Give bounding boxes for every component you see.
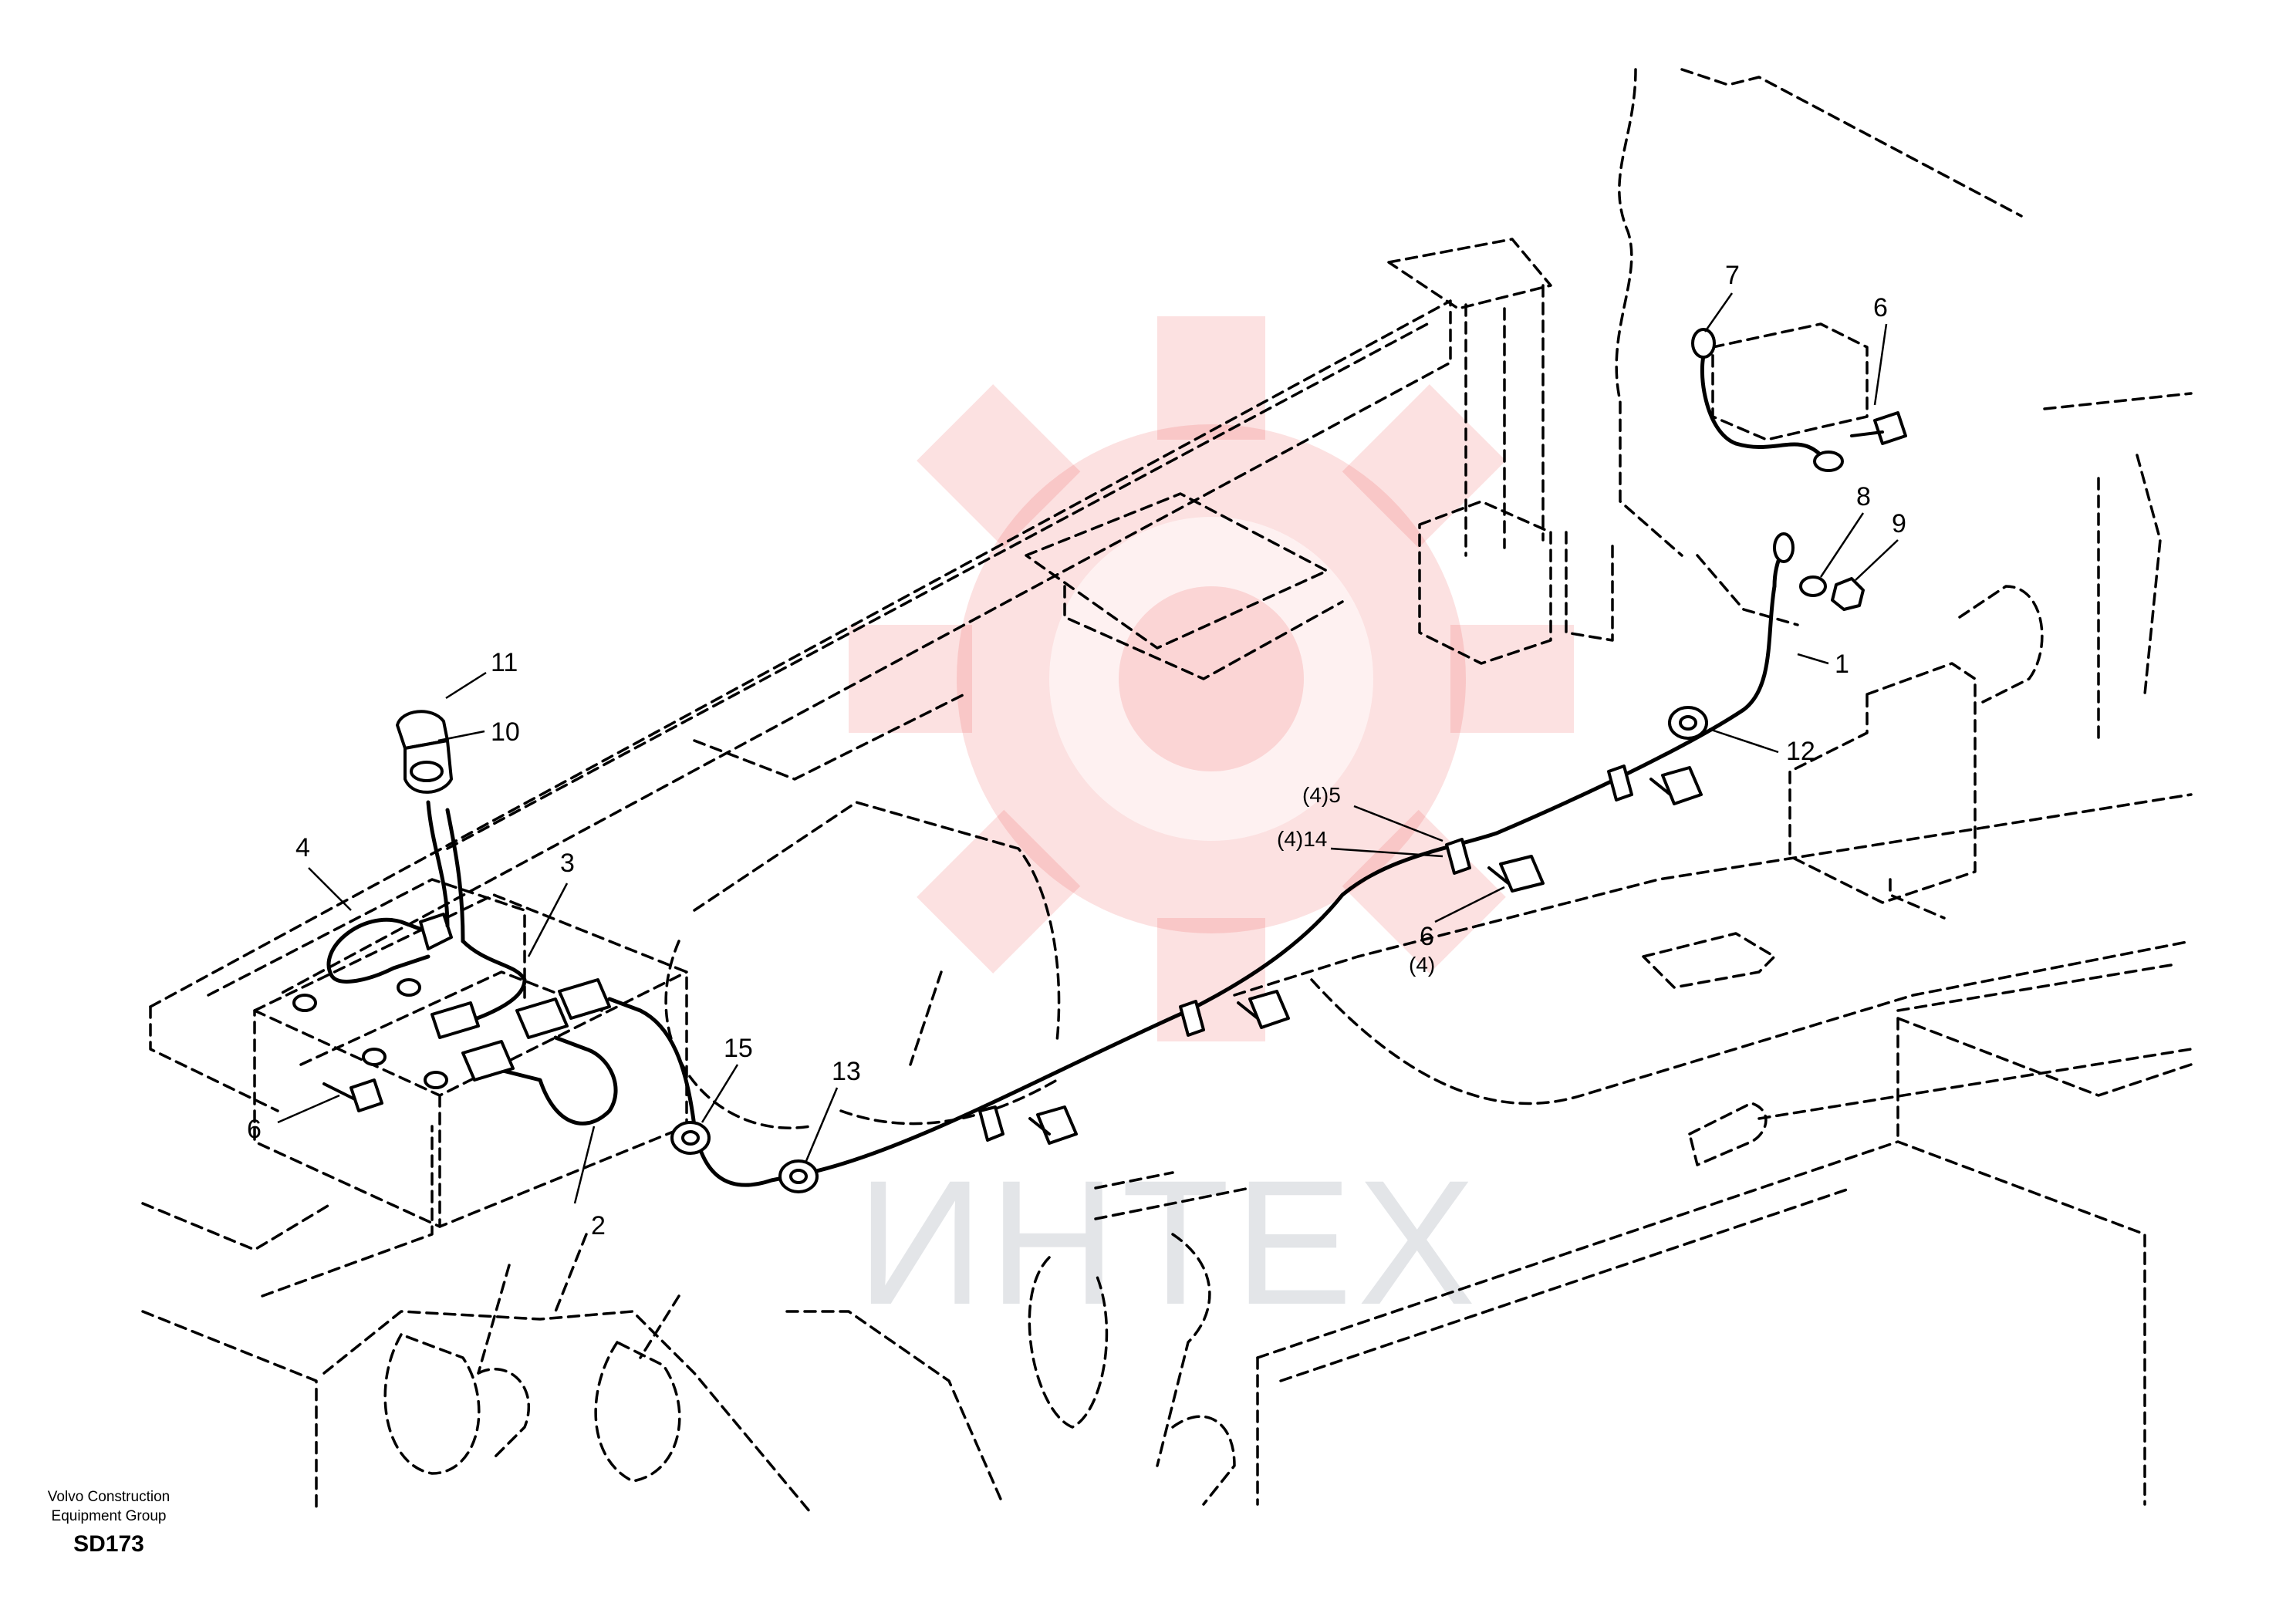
callout-7: 7 (1725, 261, 1740, 290)
callout-12: 12 (1786, 737, 1815, 766)
callout-2: 2 (591, 1211, 606, 1240)
callout-11: 11 (491, 648, 518, 677)
machine-frame (141, 68, 2193, 1514)
callout-14: (4)14 (1277, 827, 1327, 851)
battery-cables (322, 328, 1907, 1193)
company-line-1: Volvo Construction (47, 1489, 171, 1505)
callout-5: (4)5 (1302, 783, 1341, 807)
company-name: Volvo Construction Equipment Group (28, 1487, 190, 1526)
callout-8: 8 (1856, 482, 1871, 511)
callout-10: 10 (491, 717, 520, 747)
callouts: 1 2 3 4 (4)5 6 6 6 (4) 7 8 9 10 11 12 13… (247, 261, 1906, 1240)
callout-6-top: 6 (1873, 293, 1888, 322)
callout-9: 9 (1892, 509, 1906, 538)
callout-6-clamps: 6 (1420, 922, 1434, 951)
callout-13: 13 (832, 1057, 861, 1086)
callout-3: 3 (560, 849, 575, 878)
watermark-gear-icon (849, 316, 1574, 1041)
watermark-text: ИНТЕХ (856, 1143, 1481, 1342)
company-line-2: Equipment Group (51, 1508, 167, 1524)
callout-4: 4 (295, 833, 310, 862)
leader-lines (277, 292, 1899, 1204)
callout-15: 15 (724, 1034, 753, 1063)
callout-6-battery: 6 (247, 1115, 262, 1144)
callout-1: 1 (1835, 650, 1849, 679)
callout-6-qty: (4) (1409, 953, 1435, 977)
sheet-code: SD173 (73, 1531, 144, 1557)
